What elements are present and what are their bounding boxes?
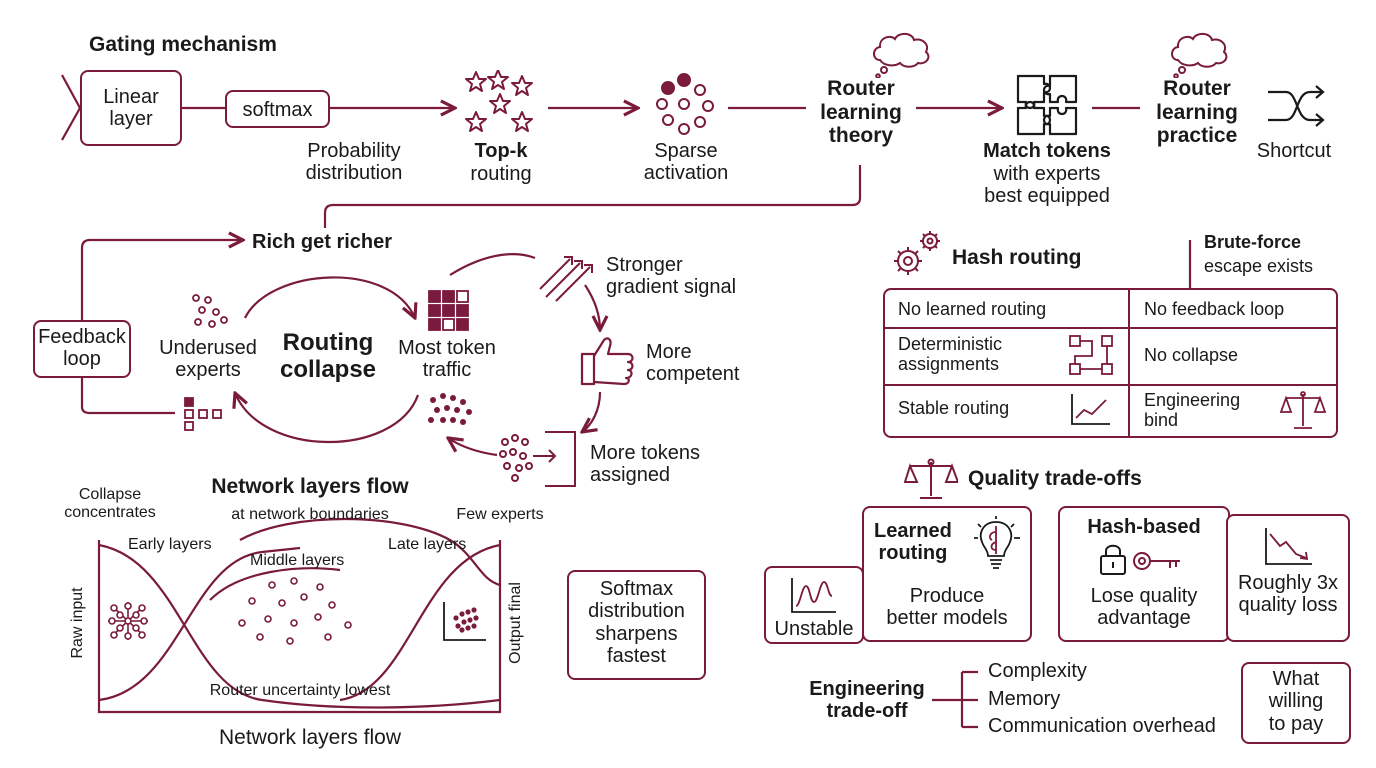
- few-experts-label: Few experts: [456, 506, 544, 523]
- thumbs-up-icon: [580, 337, 634, 386]
- stronger-gradient-label: Stronger gradient signal: [606, 254, 737, 299]
- willing-box: What willing to pay: [1241, 662, 1351, 744]
- hash-routing-title: Hash routing: [952, 246, 1082, 269]
- thought-cloud-icon: [873, 32, 930, 78]
- middle-layers-label: Middle layers: [250, 552, 345, 569]
- engineering-item-memory: Memory: [988, 688, 1061, 710]
- key-icon: [1133, 552, 1180, 570]
- router-uncertainty-label: Router uncertainty lowest: [209, 682, 391, 699]
- middle-dots-icon: [238, 577, 352, 645]
- hash-cell-engineering-bind: Engineering bind: [1144, 390, 1241, 431]
- line-chart-icon: [1071, 394, 1110, 425]
- router-theory-label: Router learning theory: [820, 77, 902, 148]
- underused-experts-label: Underused experts: [159, 337, 257, 382]
- unstable-box: Unstable: [764, 566, 864, 644]
- dot-cluster-icon: [428, 393, 472, 425]
- engineering-item-communication: Communication overhead: [988, 715, 1216, 737]
- table-divider: [883, 384, 1338, 386]
- router-practice-label: Router learning practice: [1156, 77, 1238, 148]
- scales-icon: [1280, 391, 1326, 429]
- most-token-traffic-label: Most token traffic: [398, 337, 496, 382]
- table-divider: [883, 327, 1338, 329]
- learned-routing-label: Learned routing: [874, 520, 952, 565]
- hash-cell-deterministic: Deterministic assignments: [898, 334, 1003, 375]
- puzzle-icon: [1016, 74, 1078, 136]
- raw-input-label: Raw input: [69, 587, 87, 659]
- feedback-loop-box: Feedback loop: [33, 320, 131, 378]
- topk-sub-label: routing: [470, 163, 532, 185]
- more-competent-label: More competent: [646, 341, 740, 386]
- linear-layer-label: Linear layer: [103, 86, 159, 131]
- unstable-label: Unstable: [774, 618, 854, 640]
- rich-get-richer-label: Rich get richer: [252, 231, 393, 253]
- late-layers-label: Late layers: [388, 536, 467, 553]
- softmax-label: softmax: [242, 99, 313, 121]
- match-tokens-label: Match tokens: [983, 140, 1111, 162]
- engineering-title: Engineering trade-off: [809, 678, 925, 723]
- more-tokens-assigned-label: More tokens assigned: [590, 442, 701, 487]
- squares-icon: [184, 397, 222, 431]
- layers-subtitle: at network boundaries: [231, 506, 389, 523]
- shortcut-arrows-icon: [1268, 85, 1325, 127]
- roughly-box: Roughly 3x quality loss: [1226, 514, 1350, 642]
- padlock-icon: [1100, 544, 1126, 575]
- thought-cloud-icon: [1171, 32, 1228, 78]
- collapse-concentrates-label: Collapse concentrates: [64, 486, 156, 521]
- softmax-box: softmax: [225, 90, 330, 128]
- lose-quality-label: Lose quality advantage: [1090, 585, 1198, 630]
- scatter-chart-icon: [443, 602, 486, 641]
- layers-title: Network layers flow: [211, 475, 409, 498]
- hash-cell-no-collapse: No collapse: [1144, 345, 1239, 365]
- match-tokens-sub-label: with experts best equipped: [984, 163, 1110, 208]
- engineering-item-complexity: Complexity: [988, 660, 1087, 682]
- gating-title: Gating mechanism: [89, 33, 277, 56]
- scattered-dots-icon: [192, 294, 228, 328]
- learned-routing-box: [862, 506, 1032, 642]
- rising-arrows-icon: [539, 256, 593, 302]
- hash-cell-no-feedback: No feedback loop: [1144, 299, 1285, 319]
- sparse-label: Sparse activation: [643, 140, 729, 185]
- hash-cell-stable: Stable routing: [898, 398, 1010, 418]
- produce-better-label: Produce better models: [886, 585, 1008, 630]
- wave-chart-icon: [791, 578, 836, 613]
- topk-label: Top-k: [474, 140, 528, 162]
- shortcut-label: Shortcut: [1256, 140, 1332, 162]
- softmax-note-label: Softmax distribution sharpens fastest: [588, 578, 685, 668]
- willing-to-pay-label: What willing to pay: [1268, 668, 1324, 735]
- dot-lattice-icon: [108, 602, 148, 640]
- layers-bottom-label: Network layers flow: [218, 726, 402, 749]
- linear-layer-box: Linear layer: [80, 70, 182, 146]
- table-divider: [1128, 288, 1130, 438]
- declining-chart-icon: [1265, 528, 1312, 565]
- feedback-loop-label: Feedback loop: [38, 326, 126, 371]
- escape-exists-label: escape exists: [1204, 256, 1314, 276]
- softmax-note-box: Softmax distribution sharpens fastest: [567, 570, 706, 680]
- dots-into-box-icon: [499, 431, 576, 487]
- gears-icon: [894, 231, 940, 275]
- brute-force-label: Brute-force: [1204, 232, 1302, 252]
- lightbulb-brain-icon: [974, 516, 1020, 569]
- hash-based-box: [1058, 506, 1230, 642]
- stars-icon: [465, 70, 533, 132]
- dots-circle-icon: [656, 73, 714, 135]
- hash-cell-no-learned: No learned routing: [898, 299, 1047, 319]
- grid-squares-icon: [428, 290, 469, 331]
- quality-title: Quality trade-offs: [968, 467, 1142, 490]
- routing-collapse-label: Routing collapse: [279, 329, 377, 383]
- hash-routing-table: [883, 288, 1338, 438]
- probability-label: Probability distribution: [305, 140, 403, 185]
- scales-icon: [904, 458, 958, 499]
- early-layers-label: Early layers: [128, 536, 212, 553]
- flowchart-icon: [1069, 335, 1113, 375]
- roughly-3x-label: Roughly 3x quality loss: [1237, 572, 1339, 617]
- hash-based-label: Hash-based: [1087, 516, 1201, 538]
- output-final-label: Output final: [507, 582, 525, 664]
